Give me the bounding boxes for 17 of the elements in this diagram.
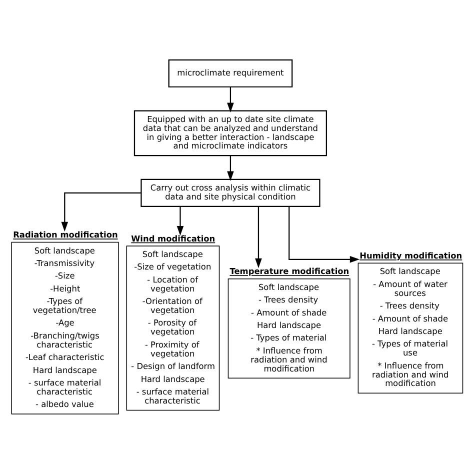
node-label: Radiation modification	[13, 230, 118, 240]
arrow	[61, 192, 141, 232]
arrow	[227, 87, 234, 112]
node-box: Soft landscape -Transmissivity -Size -Height -Types of vegetation/tree -Age -Branching/twigs characteristic -Leaf characteristic Hard landscape - surface material characteristic - albedo value	[11, 242, 119, 414]
node-box: Soft landscape - Trees density - Amount of shade Hard landscape - Types of material * Influence from radiation and wind modification	[228, 278, 350, 379]
node-box: microclimate requirement	[168, 59, 293, 88]
arrow	[255, 206, 262, 268]
arrow	[176, 206, 184, 236]
node-box: Equipped with an up to date site climate data that can be analyzed and understand in giving a better interaction - landscape and microclimate indicators	[134, 110, 327, 156]
node-label: Temperature modification	[230, 266, 350, 276]
node-label: Wind modification	[131, 233, 216, 244]
arrow	[288, 206, 360, 263]
node-box: Soft landscape - Amount of water sources - Trees density - Amount of shade Hard landscape - Types of material use * Influence from radiation and wind modification	[358, 262, 464, 394]
node-box: Carry out cross analysis within climatic data and site physical condition	[140, 178, 320, 207]
arrow	[227, 156, 234, 182]
node-label: Humidity modification	[360, 250, 462, 261]
node-box: Soft landscape -Size of vegetation - Location of vegetation -Orientation of vegetation - Porosity of vegetation - Proximity of vegetation - Design of landform Hard landscape - surface material characteristic	[126, 246, 220, 411]
